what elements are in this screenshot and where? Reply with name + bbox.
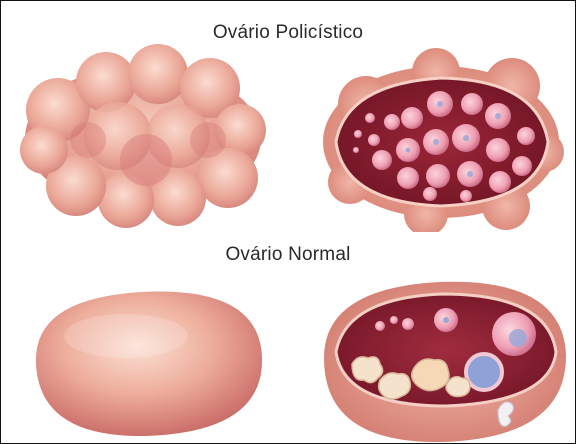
smooth-ovary-shape (36, 292, 262, 437)
polycystic-ovary-exterior (18, 40, 268, 230)
normal-ovary-title: Ovário Normal (0, 244, 576, 266)
polycystic-ovary-cross-section (316, 42, 566, 232)
normal-ovary-cross-section (318, 268, 570, 444)
highlight (64, 314, 188, 358)
lumpy-ovary-shape (20, 44, 266, 228)
normal-ovary-exterior (22, 272, 272, 442)
